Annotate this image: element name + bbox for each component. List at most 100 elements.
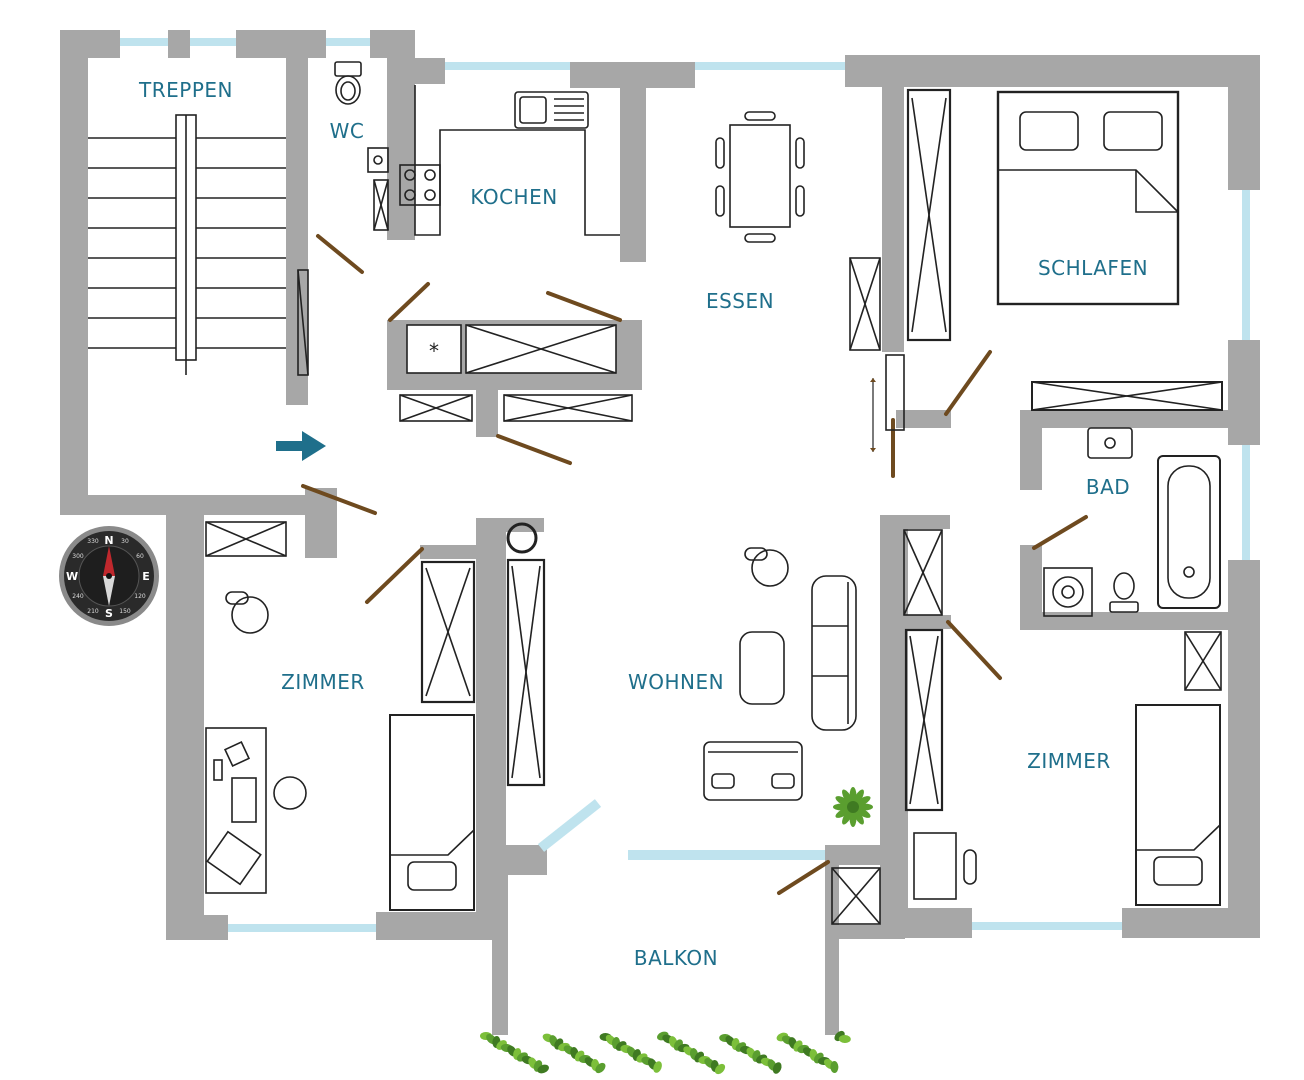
sliding-arrowhead (870, 378, 876, 382)
sink-basin (519, 96, 547, 124)
window (1242, 445, 1250, 560)
cabinet-cross (903, 529, 943, 616)
zimmer-right-cabinet (903, 529, 943, 616)
washing-machine (1043, 567, 1093, 617)
wall (420, 545, 478, 559)
compass-degree: 150 (119, 608, 131, 615)
chair (795, 185, 805, 217)
bed (389, 714, 475, 911)
toilet-bowl (1113, 572, 1135, 600)
wall (1228, 55, 1260, 190)
hedge-leaf (838, 1034, 851, 1044)
sofa (811, 575, 857, 731)
toilet-seat (340, 81, 356, 101)
blanket (390, 829, 475, 856)
cabinet-low (503, 394, 633, 422)
tall-cabinet (506, 558, 546, 787)
wardrobe (906, 88, 952, 342)
entrance-arrow-icon (276, 431, 326, 461)
desk-item (223, 740, 251, 768)
wall (60, 30, 88, 510)
wall (896, 410, 951, 428)
kitchen-sink (514, 91, 589, 129)
room-label-bad: BAD (1086, 475, 1130, 499)
wardrobe-cross (909, 635, 939, 805)
wall (60, 30, 120, 58)
island-appliance (406, 324, 462, 374)
chair-back (225, 591, 249, 605)
chair (744, 233, 776, 243)
bed-single-right (1135, 704, 1221, 906)
cabinet-cross (1184, 631, 1222, 691)
wall (166, 495, 204, 940)
chair (715, 185, 725, 217)
sliding-door-frame (885, 354, 905, 431)
cabinet-cross (1031, 381, 1223, 411)
wc-sink (367, 147, 389, 231)
loveseat (703, 741, 803, 801)
cabinet-cross (849, 257, 881, 351)
wall (476, 385, 498, 437)
arrow-shape (276, 431, 326, 461)
compass-needle-north (103, 546, 115, 576)
loveseat-body (703, 741, 803, 801)
window (190, 38, 236, 46)
burner (404, 189, 416, 201)
desk-item (206, 830, 262, 886)
room-label-kochen: KOCHEN (470, 185, 557, 209)
chair-seat (231, 596, 269, 634)
wall (305, 488, 337, 558)
chair (744, 111, 776, 121)
compass-degree: 330 (87, 538, 99, 545)
essen-cabinet (849, 257, 881, 351)
wardrobe-cross (511, 565, 541, 779)
wall (1020, 410, 1042, 490)
door (777, 860, 830, 895)
bed-double (996, 90, 1180, 306)
pillow (1153, 856, 1203, 886)
wall (1122, 908, 1260, 938)
blanket (1136, 824, 1221, 851)
burner (424, 189, 436, 201)
window (228, 924, 376, 932)
compass-degree: 30 (121, 538, 129, 545)
door (388, 282, 430, 322)
wall (168, 30, 190, 58)
compass-north: N (104, 534, 113, 547)
compass-icon: N S E W 30 60 120 150 210 240 300 330 (59, 526, 159, 626)
wall (1020, 612, 1260, 630)
plant-leaf (842, 789, 853, 806)
armchair (744, 547, 789, 587)
bath-sink (1087, 427, 1133, 459)
window (326, 38, 370, 46)
blanket (998, 169, 1179, 213)
bath-toilet (1109, 572, 1139, 613)
table (729, 124, 791, 228)
door (946, 620, 1002, 680)
toilet-tank (334, 61, 362, 77)
hedge-leaf (714, 1063, 726, 1075)
room-label-zimmer-left: ZIMMER (281, 670, 365, 694)
wall (476, 518, 544, 532)
window (537, 799, 602, 852)
balkon-cabinet (831, 867, 881, 925)
wall (896, 615, 951, 629)
plant-leaf (853, 808, 864, 825)
plant-leaf (842, 808, 853, 825)
compass-degree: 240 (72, 593, 84, 600)
pillow (1019, 111, 1079, 151)
plant-core (847, 801, 859, 813)
hedge-leaf (653, 1061, 662, 1073)
hedge-icon (480, 1030, 851, 1075)
staircase (88, 114, 286, 375)
wall (845, 55, 1260, 87)
desk-item (231, 777, 257, 823)
cabinet-cross (205, 521, 287, 557)
wardrobe (904, 628, 944, 812)
washer-drum (1052, 576, 1084, 608)
chair-seat (751, 549, 789, 587)
desk (205, 727, 307, 894)
desk-top (205, 727, 267, 894)
plant-leaf (835, 796, 852, 807)
